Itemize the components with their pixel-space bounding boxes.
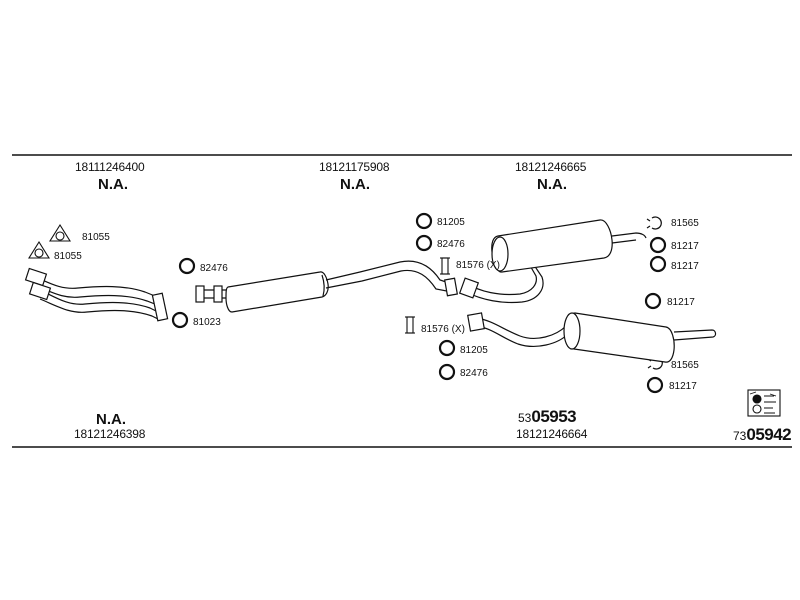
callout-ring-8: 81205: [460, 345, 488, 356]
brand-logo-icon: [747, 389, 781, 417]
hanger-icons: [405, 257, 450, 334]
status-middle-silencer: N.A.: [340, 176, 370, 193]
part-number-rear-muffler-upper: 18121246665: [515, 160, 587, 174]
callout-gasket-1: 81055: [82, 232, 110, 243]
callout-ring-7: 81217: [667, 297, 695, 308]
status-bottom-left: N.A.: [96, 411, 126, 428]
callout-ring-4: 82476: [437, 239, 465, 250]
callout-ring-1: 82476: [200, 263, 228, 274]
middle-silencer-assembly: [195, 260, 459, 313]
rear-muffler-lower: [467, 312, 717, 363]
front-pipe-assembly: [24, 267, 169, 322]
callout-hanger-1: 81576 (X): [456, 260, 500, 271]
callout-hanger-2: 81576 (X): [421, 324, 465, 335]
callout-ring-10: 81217: [669, 381, 697, 392]
gasket-icon: [28, 223, 71, 259]
callout-ring-3: 81205: [437, 217, 465, 228]
callout-ring-9: 82476: [460, 368, 488, 379]
reference-number-right: 7305942: [733, 425, 792, 444]
reference-number-mid: 5305953: [518, 407, 577, 426]
part-number-front-pipe: 18111246400: [75, 160, 145, 174]
status-front-pipe: N.A.: [98, 176, 128, 193]
callout-ring-2: 81023: [193, 317, 221, 328]
part-number-bottom-left: 18121246398: [74, 427, 146, 441]
status-rear-muffler-upper: N.A.: [537, 176, 567, 193]
callout-clamp-1: 81565: [671, 218, 699, 229]
callout-ring-6: 81217: [671, 261, 699, 272]
ring-icons: [171, 212, 667, 394]
part-number-middle-silencer: 18121175908: [319, 160, 390, 174]
part-number-bottom-mid: 18121246664: [516, 427, 588, 441]
callout-ring-5: 81217: [671, 241, 699, 252]
callout-gasket-2: 81055: [54, 251, 82, 262]
callout-clamp-2: 81565: [671, 360, 699, 371]
rear-muffler-upper: [458, 219, 647, 304]
